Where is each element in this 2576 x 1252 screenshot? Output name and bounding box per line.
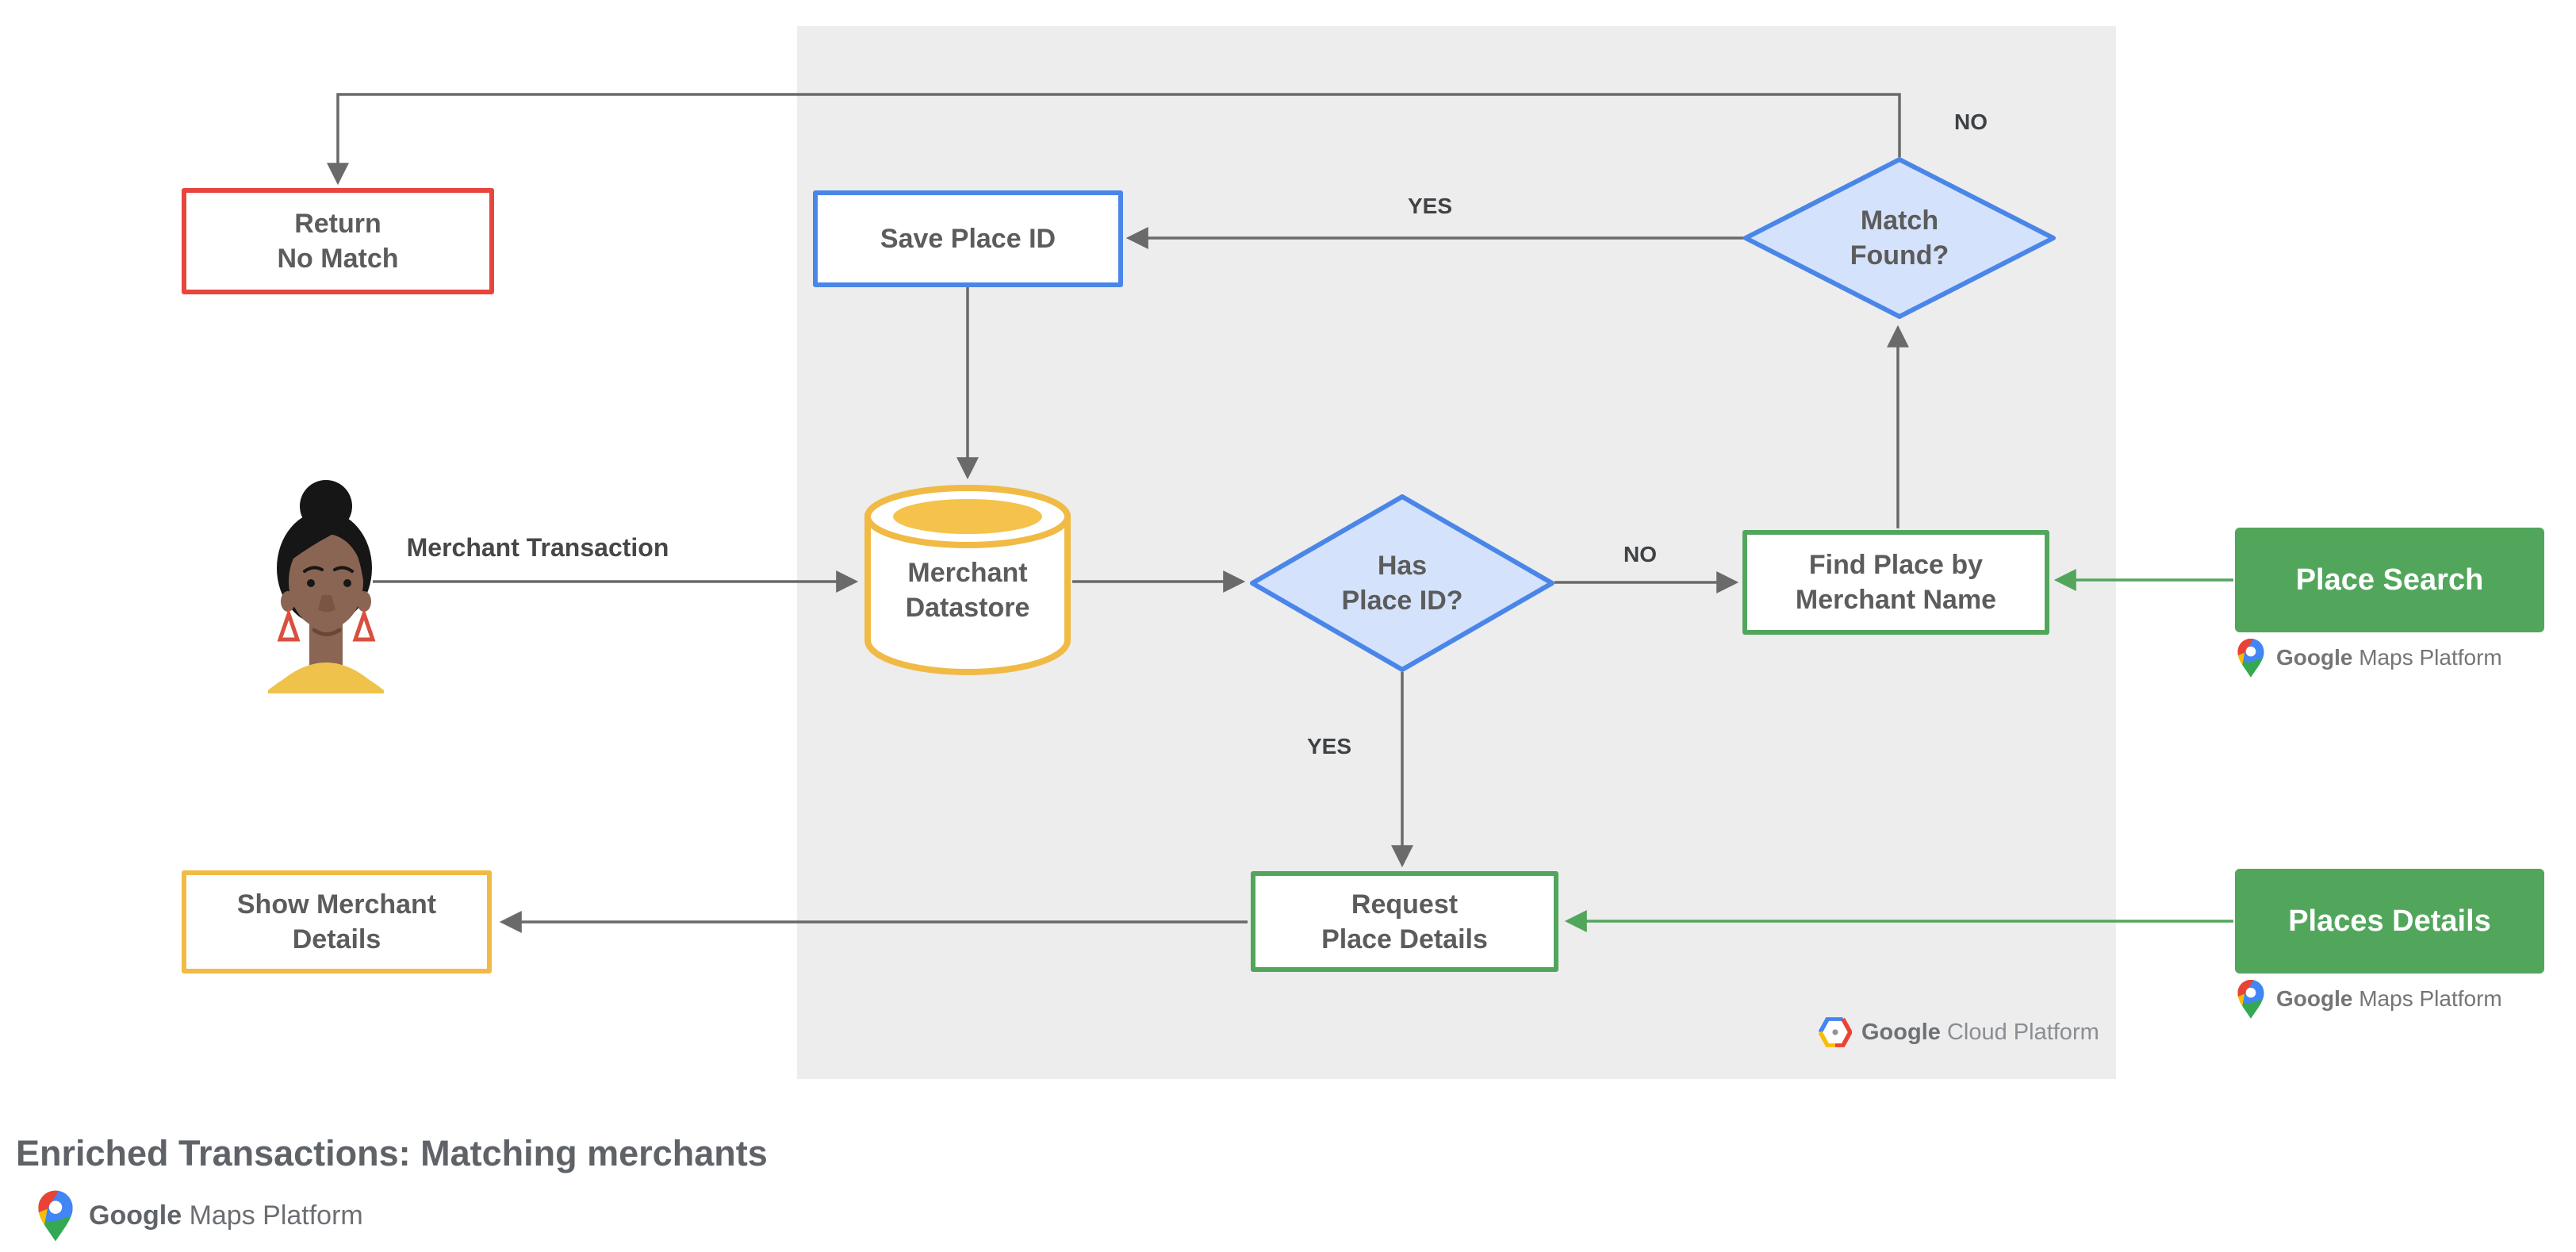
- google-maps-pin-icon: [35, 1189, 76, 1242]
- node-label: Place Details: [1321, 924, 1488, 954]
- api-places-details: Places Details: [2235, 869, 2544, 974]
- node-label: Find Place by: [1808, 550, 1984, 580]
- decision-match-found-shape: [1743, 157, 2056, 319]
- node-label: Details: [292, 924, 381, 954]
- gcp-logo-rest: Cloud Platform: [1946, 1019, 2099, 1045]
- merchant-user-avatar: [268, 480, 384, 693]
- diagram-title: Enriched Transactions: Matching merchant…: [16, 1133, 768, 1173]
- gmp-logo-google: Google: [89, 1200, 182, 1231]
- node-label: Request: [1351, 889, 1459, 920]
- node-label: Merchant Name: [1795, 585, 1997, 615]
- edge-label-match-found-yes: YES: [1407, 194, 1453, 218]
- merchant-datastore-cylinder: [864, 485, 1071, 675]
- gcp-logo: Google Cloud Platform: [1819, 1017, 2099, 1047]
- google-cloud-hexagon-icon: [1819, 1017, 1852, 1047]
- edge-label-has-place-id-no: NO: [1623, 542, 1657, 566]
- node-label: Return: [294, 209, 381, 239]
- gmp-logo-rest: Maps Platform: [2359, 645, 2502, 670]
- node-save-place-id: Save Place ID: [813, 190, 1123, 287]
- gmp-logo-place-search: Google Maps Platform: [2235, 637, 2502, 678]
- decision-match-found-label: Match Found?: [1850, 205, 1949, 271]
- gmp-logo-places-details: Google Maps Platform: [2235, 978, 2502, 1020]
- node-label: Save Place ID: [880, 224, 1056, 254]
- decision-has-place-id-label: Has Place ID?: [1341, 551, 1463, 616]
- gmp-logo-google: Google: [2276, 645, 2353, 670]
- node-return-no-match: Return No Match: [182, 188, 494, 294]
- api-place-search: Place Search: [2235, 528, 2544, 632]
- decision-has-place-id-shape: [1250, 494, 1554, 672]
- gcp-logo-google: Google: [1861, 1019, 1941, 1045]
- merchant-datastore-label: Merchant Datastore: [905, 558, 1030, 623]
- gmp-logo-rest: Maps Platform: [189, 1200, 363, 1231]
- node-show-merchant-details: Show Merchant Details: [182, 870, 492, 974]
- gmp-logo-footer: Google Maps Platform: [35, 1189, 363, 1242]
- gmp-logo-google: Google: [2276, 986, 2353, 1011]
- google-maps-pin-icon: [2235, 978, 2267, 1020]
- edge-label-match-found-no: NO: [1954, 109, 1988, 134]
- node-find-place-by-merchant-name: Find Place by Merchant Name: [1742, 530, 2049, 635]
- node-label: No Match: [277, 244, 399, 274]
- node-request-place-details: Request Place Details: [1251, 871, 1558, 972]
- gmp-logo-rest: Maps Platform: [2359, 986, 2502, 1011]
- edge-matchfound-no-return: [327, 93, 1901, 186]
- edge-label-has-place-id-yes: YES: [1306, 734, 1352, 758]
- merchant-transaction-label: Merchant Transaction: [406, 533, 669, 562]
- google-maps-pin-icon: [2235, 637, 2267, 678]
- node-label: Show Merchant: [236, 889, 437, 920]
